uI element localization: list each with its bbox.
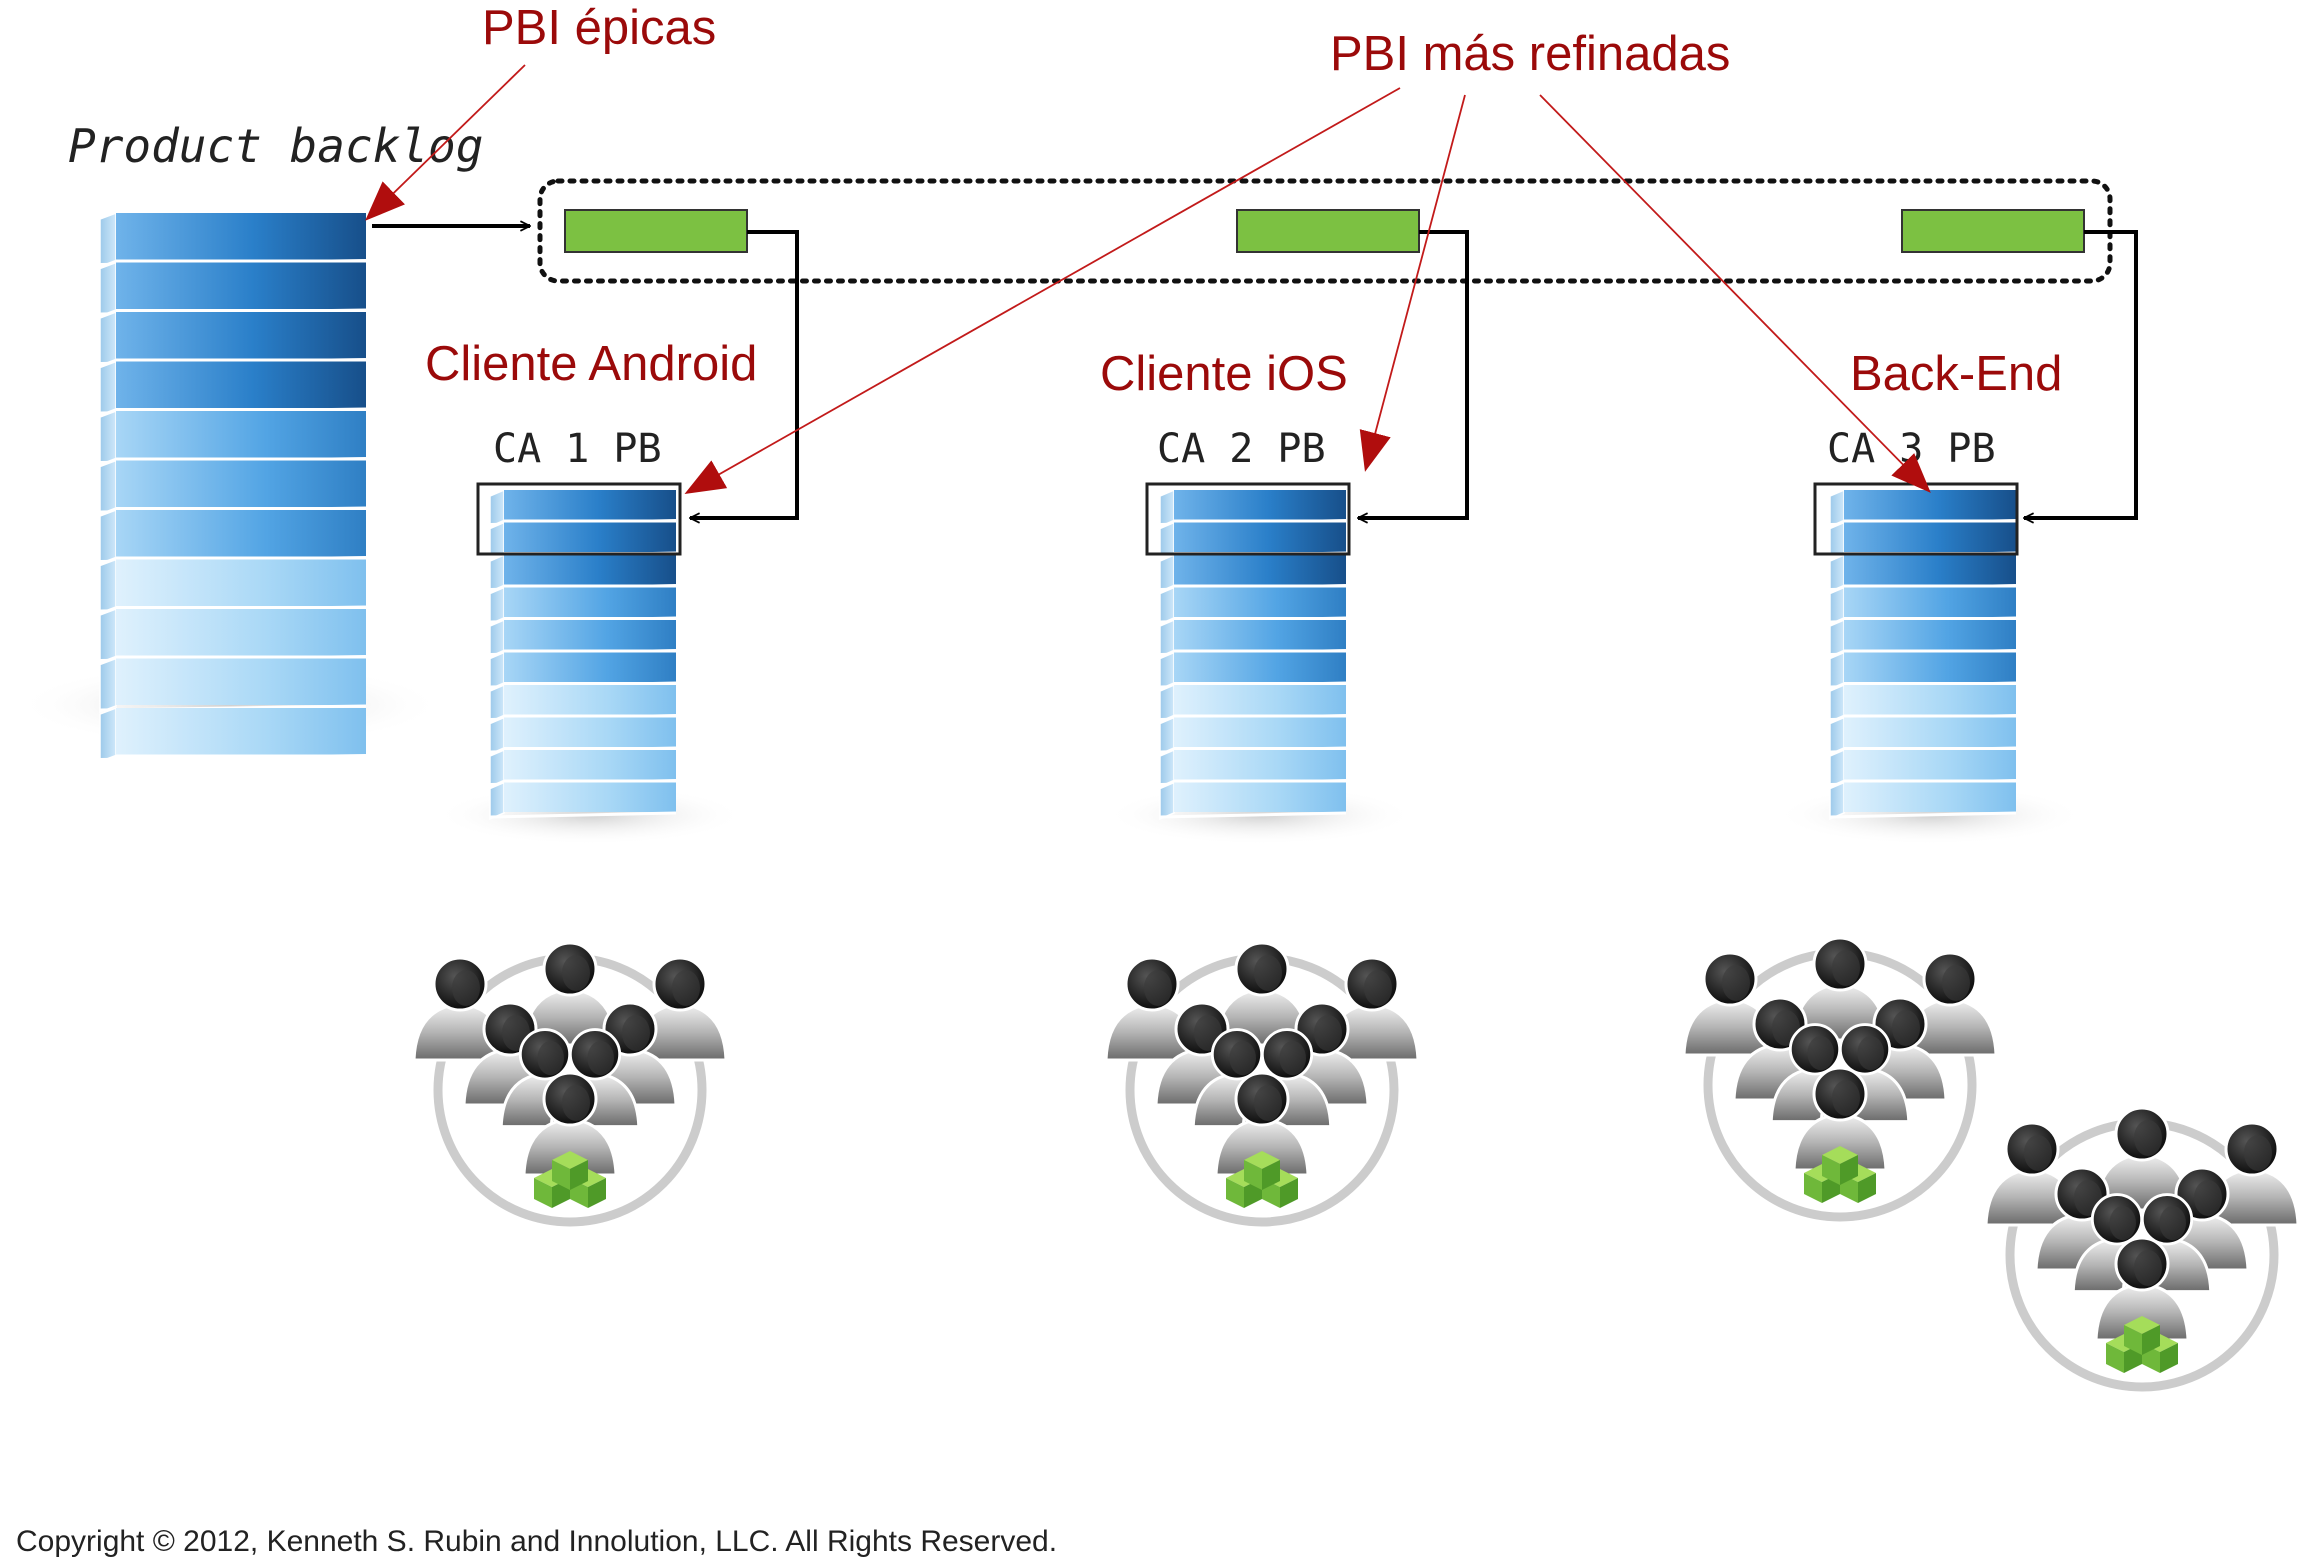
- team-icon: [412, 941, 728, 1227]
- backlog-slab: [1829, 553, 2017, 593]
- team-android-label: Cliente Android: [425, 337, 757, 391]
- backlog-slab: [489, 683, 677, 723]
- person-icon: [1104, 956, 1200, 1062]
- team-backend-backlog-stack-icon: [1775, 488, 2085, 845]
- team-backend-backlog-label: CA 3 PB: [1827, 426, 1996, 472]
- backlog-slab: [489, 651, 677, 691]
- pbi-refinadas-label: PBI más refinadas: [1330, 27, 1730, 81]
- backlog-slab: [489, 618, 677, 658]
- deliverable-cube-icon: [2124, 1316, 2160, 1355]
- backlog-slab: [1829, 683, 2017, 723]
- backlog-slab: [489, 553, 677, 593]
- pbi-item-2: [1236, 209, 1420, 253]
- person-icon: [1902, 951, 1998, 1057]
- person-icon: [1324, 956, 1420, 1062]
- deliverable-cube-icon: [1244, 1151, 1280, 1190]
- pbi-item-3: [1901, 209, 2085, 253]
- team-android-backlog-label: CA 1 PB: [493, 426, 662, 472]
- arrow-icon: [2024, 230, 2138, 518]
- person-icon: [1682, 951, 1778, 1057]
- backlog-slab: [99, 261, 367, 318]
- person-icon: [2094, 1236, 2190, 1342]
- deliverable-cube-icon: [1822, 1146, 1858, 1185]
- backlog-slab: [1159, 488, 1347, 528]
- backlog-slab: [1159, 651, 1347, 691]
- team-icon: [1682, 936, 1998, 1222]
- person-icon: [412, 956, 508, 1062]
- backlog-slab: [99, 310, 367, 367]
- product-backlog-stack-icon: [15, 211, 445, 763]
- team-ios-backlog-label: CA 2 PB: [1157, 426, 1326, 472]
- person-icon: [1214, 1071, 1310, 1177]
- backlog-slab: [1159, 553, 1347, 593]
- backlog-slab: [489, 716, 677, 756]
- backlog-slab: [1829, 651, 2017, 691]
- backlog-slab: [99, 508, 367, 565]
- arrow-icon: [690, 230, 799, 518]
- team-android-backlog-stack-icon: [435, 488, 745, 845]
- team-backend-label: Back-End: [1850, 347, 2062, 401]
- red-annotation-arrows: [365, 64, 1931, 494]
- pbi-item-1: [564, 209, 748, 253]
- backlog-slab: [99, 607, 367, 664]
- backlog-slab: [1159, 586, 1347, 626]
- backlog-slab: [1159, 716, 1347, 756]
- backlog-slab: [1159, 781, 1347, 821]
- backlog-slab: [1159, 748, 1347, 788]
- team-icon: [1984, 1106, 2300, 1392]
- arrow-icon: [1358, 230, 1469, 518]
- backlog-slab: [1829, 748, 2017, 788]
- backlog-slab: [1829, 488, 2017, 528]
- backlog-slab: [489, 781, 677, 821]
- backlog-slab: [99, 409, 367, 466]
- person-icon: [522, 1071, 618, 1177]
- backlog-slab: [489, 748, 677, 788]
- team-ios-top-item: [1145, 482, 1351, 556]
- backlog-slab: [99, 657, 367, 714]
- backlog-slab: [99, 360, 367, 417]
- team-android-top-item: [476, 482, 682, 556]
- backlog-slab: [99, 211, 367, 268]
- person-icon: [1792, 1066, 1888, 1172]
- deliverable-cube-icon: [552, 1151, 588, 1190]
- team-ios-backlog-stack-icon: [1105, 488, 1415, 845]
- person-icon: [1984, 1121, 2080, 1227]
- backlog-slab: [99, 558, 367, 615]
- product-backlog-label: Product backlog: [68, 119, 483, 173]
- copyright-notice: Copyright © 2012, Kenneth S. Rubin and I…: [16, 1525, 1058, 1558]
- pbi-epicas-label: PBI épicas: [482, 1, 716, 55]
- team-ios-label: Cliente iOS: [1100, 347, 1348, 401]
- team-icon: [1104, 941, 1420, 1227]
- backlog-slab: [1829, 618, 2017, 658]
- backlog-slab: [99, 459, 367, 516]
- backlog-slab: [1829, 586, 2017, 626]
- backlog-slab: [1829, 716, 2017, 756]
- backlog-slab: [1829, 781, 2017, 821]
- backlog-slab: [1159, 683, 1347, 723]
- person-icon: [632, 956, 728, 1062]
- person-icon: [2204, 1121, 2300, 1227]
- backlog-slab: [99, 706, 367, 763]
- backlog-slab: [1159, 618, 1347, 658]
- backlog-slab: [489, 586, 677, 626]
